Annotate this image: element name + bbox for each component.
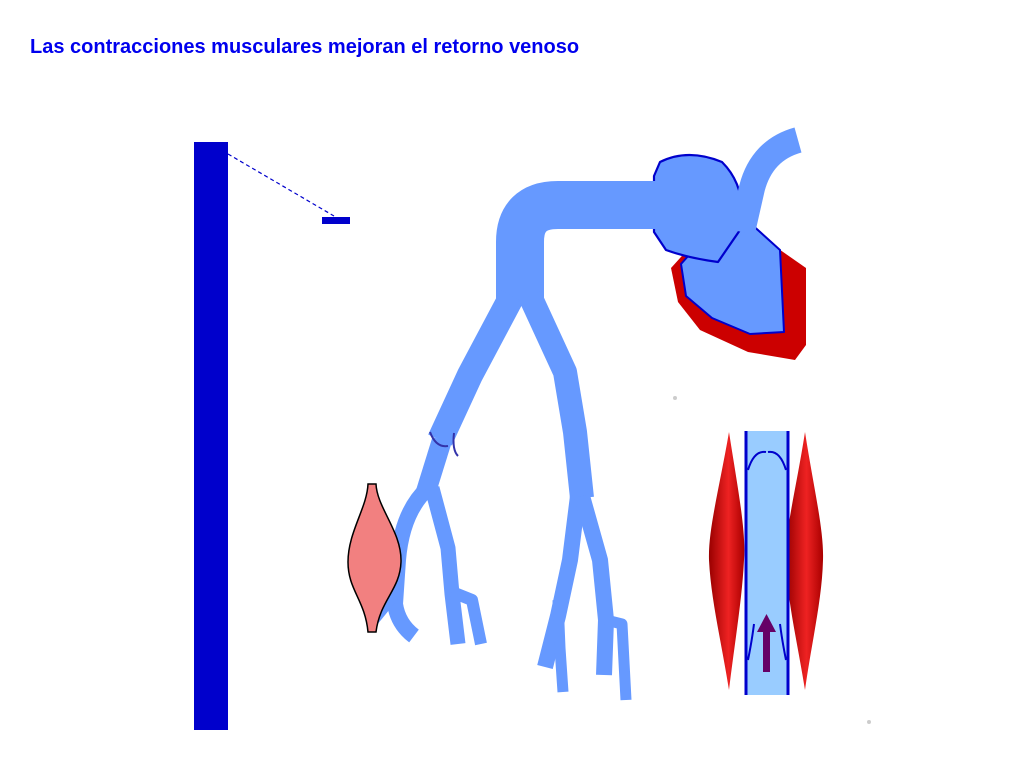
vein-valves: [747, 450, 787, 661]
right-branch-twig-left: [552, 599, 569, 693]
left-leg-vein: [428, 289, 524, 446]
muscle-right-icon: [785, 432, 824, 690]
muscle-pump-inset: [708, 431, 824, 695]
pressure-column-bar: [194, 142, 228, 730]
aorta-vessel: [729, 127, 803, 235]
decorative-dot: [673, 396, 677, 400]
muscle-left-icon: [708, 432, 745, 690]
calf-muscle-icon: [347, 483, 402, 633]
valve-lower-right: [779, 623, 787, 661]
left-branch-inner: [424, 486, 466, 645]
decorative-dot: [867, 720, 871, 724]
valve-upper-left: [747, 450, 767, 471]
vena-cava: [496, 181, 662, 306]
venous-valve-marks: [429, 431, 459, 457]
right-branch-right: [574, 493, 614, 676]
slide-title: Las contracciones musculares mejoran el …: [30, 36, 580, 58]
venous-tree: [365, 181, 662, 701]
pressure-column-indicator: [194, 142, 350, 730]
valve-mark-left: [429, 431, 449, 448]
right-branch-left: [537, 495, 586, 669]
heart-icon: [652, 127, 806, 360]
right-branch-twig-right: [604, 614, 632, 701]
valve-lower-left: [747, 623, 755, 661]
valve-upper-right: [767, 450, 787, 471]
dashed-leader-line: [227, 153, 335, 217]
heart-atrium: [652, 153, 743, 264]
pressure-level-marker: [322, 217, 350, 224]
valve-mark-right: [452, 432, 459, 457]
left-branch-twig: [449, 586, 487, 646]
right-leg-vein: [519, 290, 594, 500]
flow-arrow-icon: [757, 614, 776, 672]
